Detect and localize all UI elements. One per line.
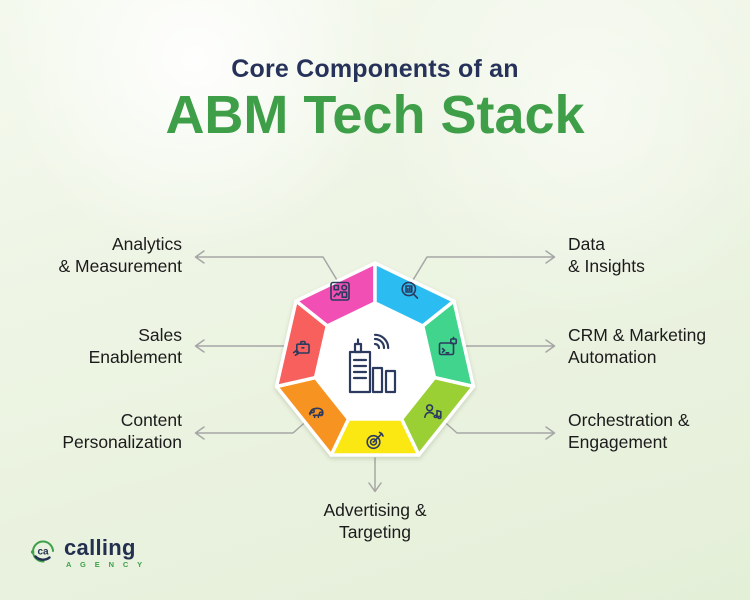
sales-label-line1: Sales [138, 325, 182, 345]
logo-text: calling A G E N C Y [64, 535, 146, 570]
calling-agency-logo: ca calling A G E N C Y [28, 537, 146, 569]
data-arrow [409, 250, 556, 286]
crm-arrow [461, 339, 556, 353]
data-label-line2: & Insights [568, 255, 645, 276]
logo-brand: calling [64, 535, 136, 560]
sales-arrow [194, 339, 289, 353]
sales-label: Sales Enablement [89, 325, 182, 368]
chameleon-icon [308, 407, 324, 419]
analytics-label-line2: & Measurement [58, 255, 182, 276]
logo-monogram-text: ca [37, 547, 49, 558]
advertising-label-line1: Advertising & [323, 500, 427, 520]
automation-bot-icon [438, 336, 458, 356]
building-signal-icon [348, 333, 397, 394]
crm-label-line2: Automation [568, 346, 657, 367]
engagement-user-icon [424, 404, 442, 420]
sales-briefcase-icon [292, 340, 310, 356]
heptagon-ring [274, 261, 476, 457]
analytics-label-line1: Analytics [111, 234, 182, 254]
orchestration-label-line1: Orchestration & [568, 410, 690, 430]
orchestration-label-line2: Engagement [568, 431, 668, 452]
page-title: ABM Tech Stack [165, 85, 585, 145]
title-kicker: Core Components of an [231, 55, 519, 83]
crm-label: CRM & Marketing Automation [568, 325, 706, 368]
crm-label-line1: CRM & Marketing [568, 325, 707, 345]
data-label-line1: Data [568, 234, 605, 254]
target-arrow-icon [366, 431, 384, 450]
analytics-report-icon [330, 281, 350, 301]
orchestration-arrow [439, 417, 556, 440]
advertising-label: Advertising & Targeting [275, 500, 475, 543]
data-label: Data & Insights [568, 234, 645, 277]
content-label: Content Personalization [62, 410, 182, 453]
analytics-arrow [194, 250, 341, 286]
content-arrow [194, 417, 311, 440]
logo-monogram-icon: ca [30, 540, 54, 563]
analytics-label: Analytics & Measurement [58, 234, 182, 277]
connector-arrows [194, 250, 556, 493]
orchestration-label: Orchestration & Engagement [568, 410, 690, 453]
logo-sub: A G E N C Y [66, 560, 146, 569]
search-analytics-icon [401, 281, 419, 299]
sales-label-line2: Enablement [88, 346, 182, 367]
content-label-line2: Personalization [62, 431, 182, 452]
content-label-line1: Content [120, 410, 182, 430]
advertising-label-line2: Targeting [339, 521, 411, 542]
advertising-arrow [368, 457, 382, 493]
